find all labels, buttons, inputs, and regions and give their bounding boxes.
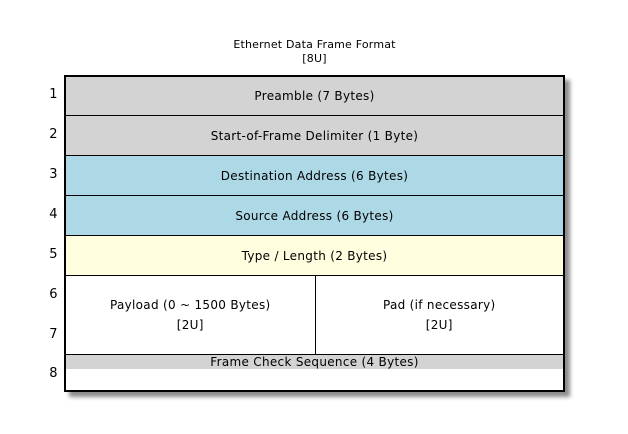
ethernet-frame-diagram: Preamble (7 Bytes) Start-of-Frame Delimi… [64,75,565,392]
row-number-6: 6 [49,286,58,302]
row-number-column: 1 2 3 4 5 6 7 8 [26,75,58,392]
frame-row-label: Start-of-Frame Delimiter (1 Byte) [210,128,419,143]
row-number-2: 2 [49,126,58,142]
frame-row-preamble: Preamble (7 Bytes) [66,77,563,116]
payload-cell-line-1: Payload (0 ~ 1500 Bytes) [109,298,271,312]
frame-row-label: Preamble (7 Bytes) [254,89,375,103]
frame-row-fcs: Frame Check Sequence (4 Bytes) [66,355,563,369]
pad-cell-line-1: Pad (if necessary) [383,298,496,312]
frame-row-label: Destination Address (6 Bytes) [220,168,409,183]
frame-row-type-length: Type / Length (2 Bytes) [66,236,563,276]
pad-cell-line-2: [2U] [425,318,453,332]
row-number-3: 3 [49,166,58,182]
frame-row-label: Source Address (6 Bytes) [235,208,394,223]
title-line-2: [8U] [302,52,327,65]
frame-row-payload-pad: Payload (0 ~ 1500 Bytes) [2U] Pad (if ne… [66,276,563,355]
frame-row-source-address: Source Address (6 Bytes) [66,196,563,236]
frame-row-sfd: Start-of-Frame Delimiter (1 Byte) [66,116,563,156]
payload-cell: Payload (0 ~ 1500 Bytes) [2U] [66,276,315,354]
row-number-1: 1 [49,87,58,102]
frame-row-destination-address: Destination Address (6 Bytes) [66,156,563,196]
row-number-5: 5 [49,246,58,262]
frame-row-label: Type / Length (2 Bytes) [241,248,388,263]
row-number-4: 4 [49,206,58,222]
title-line-1: Ethernet Data Frame Format [233,38,396,51]
pad-cell: Pad (if necessary) [2U] [314,276,564,354]
page-title: Ethernet Data Frame Format [8U] [64,38,565,66]
row-number-7: 7 [49,326,58,342]
payload-cell-line-2: [2U] [176,318,204,332]
frame-row-label: Frame Check Sequence (4 Bytes) [210,355,419,369]
row-number-8: 8 [49,365,58,381]
